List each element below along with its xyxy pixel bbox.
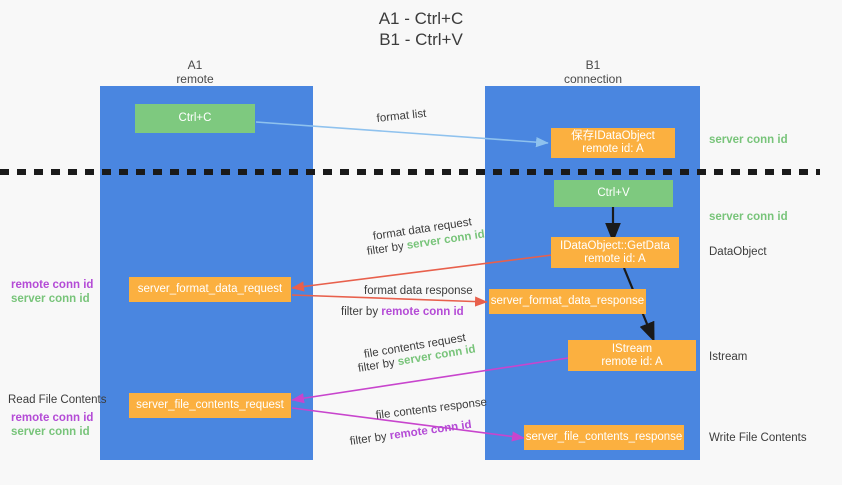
- right-label-istream: Istream: [709, 351, 748, 363]
- right-label-server-conn-id-mid: server conn id: [709, 211, 788, 223]
- left-server-conn-id-1: server conn id: [11, 293, 90, 305]
- left-label-group-format: remote conn id server conn id: [11, 278, 99, 306]
- left-label-read-file-contents: Read File Contents: [8, 394, 107, 406]
- left-remote-conn-id-1: remote conn id: [11, 279, 94, 291]
- box-istream[interactable]: IStream remote id: A: [568, 340, 696, 371]
- remote-conn-id-inline-1: remote conn id: [381, 306, 464, 318]
- wire-format-data-request: [291, 254, 553, 292]
- left-remote-conn-id-2: remote conn id: [11, 412, 94, 424]
- column-header-a1: A1 remote: [176, 58, 214, 86]
- right-label-dataobject: DataObject: [709, 246, 767, 258]
- left-server-conn-id-2: server conn id: [11, 426, 90, 438]
- column-header-b1: B1 connection: [563, 58, 623, 86]
- page-title: A1 - Ctrl+C B1 - Ctrl+V: [378, 9, 464, 49]
- edge-label-filter-by-remote-1: filter by remote conn id: [341, 305, 464, 319]
- box-server-file-contents-response[interactable]: server_file_contents_response: [524, 425, 684, 450]
- box-ctrl-v[interactable]: Ctrl+V: [554, 180, 673, 207]
- edge-label-format-data-response: format data response: [364, 285, 473, 297]
- wire-file-contents-response: [291, 407, 525, 442]
- box-idataobject-getdata[interactable]: IDataObject::GetData remote id: A: [551, 237, 679, 268]
- wire-format-data-response: [291, 294, 488, 307]
- right-label-server-conn-id-top: server conn id: [709, 134, 788, 146]
- right-label-write-file-contents: Write File Contents: [709, 432, 807, 444]
- left-label-group-file: remote conn id server conn id: [11, 411, 99, 439]
- box-ctrl-c[interactable]: Ctrl+C: [135, 104, 255, 133]
- box-server-format-data-request[interactable]: server_format_data_request: [129, 277, 291, 302]
- box-server-file-contents-request[interactable]: server_file_contents_request: [129, 393, 291, 418]
- filter-by-text: filter by: [341, 306, 379, 318]
- wire-file-contents-request: [291, 357, 569, 404]
- wire-format-list: [255, 121, 549, 148]
- box-save-idataobject[interactable]: 保存IDataObject remote id: A: [551, 128, 675, 158]
- box-server-format-data-response[interactable]: server_format_data_response: [489, 289, 646, 314]
